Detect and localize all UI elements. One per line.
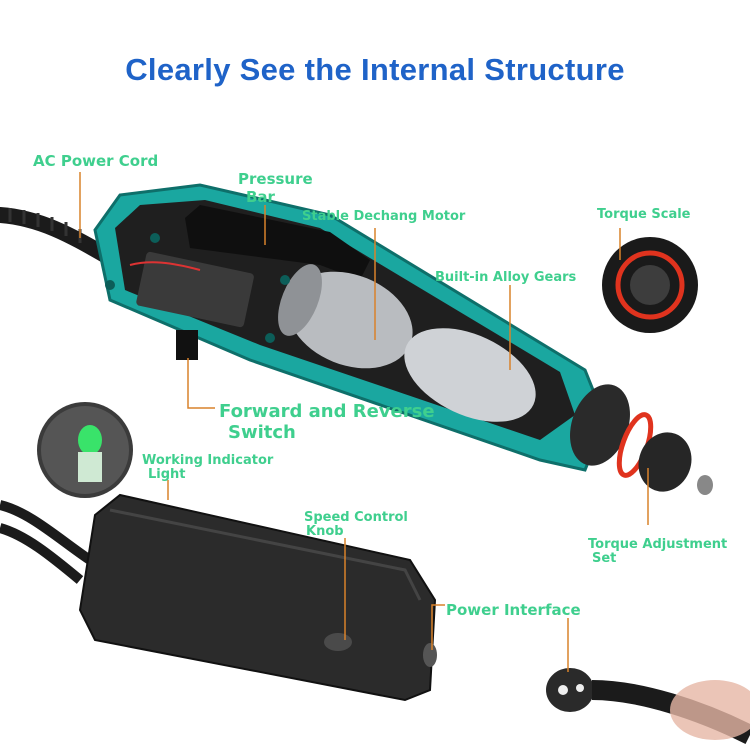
indicator-label-line2: Light — [148, 467, 186, 482]
speed-knob-label-line2: Knob — [306, 524, 344, 539]
hand — [670, 680, 750, 740]
screwdriver-body — [93, 183, 713, 495]
indicator-light-inset — [37, 402, 133, 498]
leader-lines — [79, 172, 649, 672]
torque-adjustment-label-line2: Set — [592, 551, 617, 566]
motor-label: Stable Dechang Motor — [302, 209, 466, 224]
torque-adjustment-label-line1: Torque Adjustment — [588, 537, 728, 552]
power-cord — [0, 207, 113, 263]
pressure-bar — [185, 205, 370, 280]
ac-power-cord-label: AC Power Cord — [33, 152, 159, 170]
direction-switch — [176, 330, 198, 360]
torque-scale-inset — [602, 237, 698, 333]
circuit-board — [136, 251, 254, 328]
indicator-label-line1: Working Indicator — [142, 453, 274, 468]
pressure-bar-label-line2: Bar — [246, 188, 275, 206]
power-port — [423, 643, 437, 667]
switch-label-line1: Forward and Reverse — [219, 401, 435, 422]
speed-controller-box — [0, 493, 437, 702]
torque-scale-label: Torque Scale — [597, 207, 691, 222]
pressure-bar-label-line1: Pressure — [238, 170, 313, 188]
switch-label-line2: Switch — [228, 422, 296, 443]
page-title: Clearly See the Internal Structure — [125, 52, 625, 87]
speed-knob — [324, 633, 352, 651]
power-interface-label: Power Interface — [446, 601, 581, 619]
alloy-gears — [404, 328, 536, 422]
speed-knob-label-line1: Speed Control — [304, 510, 408, 525]
gears-label: Built-in Alloy Gears — [435, 270, 577, 285]
